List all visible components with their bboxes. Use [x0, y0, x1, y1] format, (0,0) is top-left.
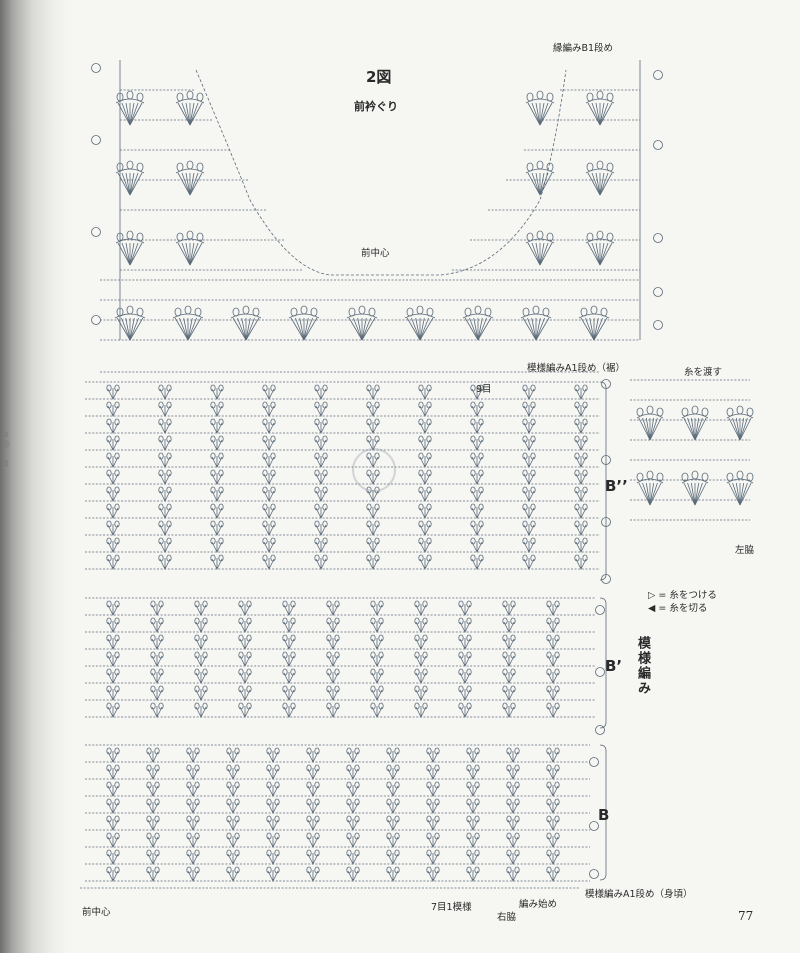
- legend-cut-yarn: ◀ = 糸を切る: [648, 603, 708, 614]
- legend-attach-yarn: ▷ = 糸をつける: [648, 590, 717, 601]
- cut-yarn-icon: ◀: [648, 603, 656, 614]
- attach-yarn-icon: ▷: [648, 590, 656, 601]
- section-label-b-double: B’’: [605, 477, 628, 495]
- left-side-label: 左脇: [735, 545, 755, 556]
- border-b1-label: 縁編みB1段め: [553, 43, 614, 54]
- section-label-b: B: [598, 806, 610, 824]
- armhole-chart: [630, 379, 754, 521]
- page-number: 77: [738, 909, 754, 923]
- row-number-circles: [91, 63, 663, 879]
- section-b-double-chart: [85, 381, 600, 570]
- front-center-top-label: 前中心: [361, 248, 390, 259]
- pass-yarn-label: 糸を渡す: [684, 367, 723, 378]
- section-b-prime-chart: [85, 597, 595, 718]
- nine-stitches-label: 9目: [476, 384, 492, 395]
- book-gutter: ⊙㊞​⊡: [0, 0, 72, 953]
- vertical-pattern-label: 模様編み: [635, 636, 650, 696]
- right-side-label: 右脇: [497, 912, 517, 923]
- front-center-bottom-label: 前中心: [82, 907, 111, 918]
- section-label-b-prime: B’: [605, 657, 623, 675]
- start-label: 編み始め: [519, 899, 558, 910]
- pattern-a1-hem-label: 模様編みA1段め（裾）: [527, 363, 626, 374]
- section-braces: [599, 381, 607, 881]
- figure-title: 2図: [366, 68, 392, 86]
- seven-stitch-repeat-label: 7目1模様: [431, 902, 472, 913]
- section-b-chart: [85, 744, 590, 882]
- figure-subtitle: 前衿ぐり: [354, 100, 398, 113]
- foundation-chain: [80, 371, 600, 889]
- yoke-chart: [100, 60, 641, 341]
- watermark-logo-icon: [352, 448, 396, 492]
- pattern-a1-body-label: 模様編みA1段め（身頃）: [585, 889, 693, 900]
- gutter-marks: ⊙㊞​⊡: [2, 430, 10, 468]
